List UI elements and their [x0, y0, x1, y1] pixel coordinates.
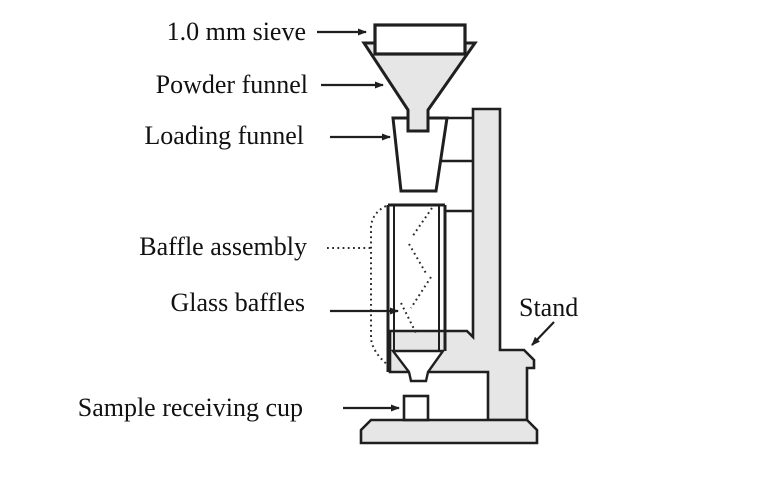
label-baffle-assembly: Baffle assembly — [139, 232, 307, 261]
glass-baffle-line — [408, 243, 428, 276]
label-powder-funnel: Powder funnel — [156, 70, 308, 99]
powder-funnel — [361, 41, 478, 133]
glass-baffle-line — [411, 207, 433, 238]
label-glass-baffles: Glass baffles — [170, 288, 305, 317]
label-stand: Stand — [519, 293, 578, 322]
sample-receiving-cup — [402, 394, 430, 422]
stand-base — [359, 418, 539, 445]
label-sieve: 1.0 mm sieve — [167, 17, 306, 46]
glass-baffle-line — [410, 276, 432, 309]
glass-baffle-line — [400, 302, 417, 334]
stand-arrow — [531, 321, 555, 346]
sieve — [373, 23, 467, 56]
label-sample-cup: Sample receiving cup — [78, 393, 303, 422]
baffle-assembly-outline — [370, 205, 390, 367]
label-loading-funnel: Loading funnel — [144, 121, 304, 150]
discharge-funnel — [390, 349, 446, 383]
